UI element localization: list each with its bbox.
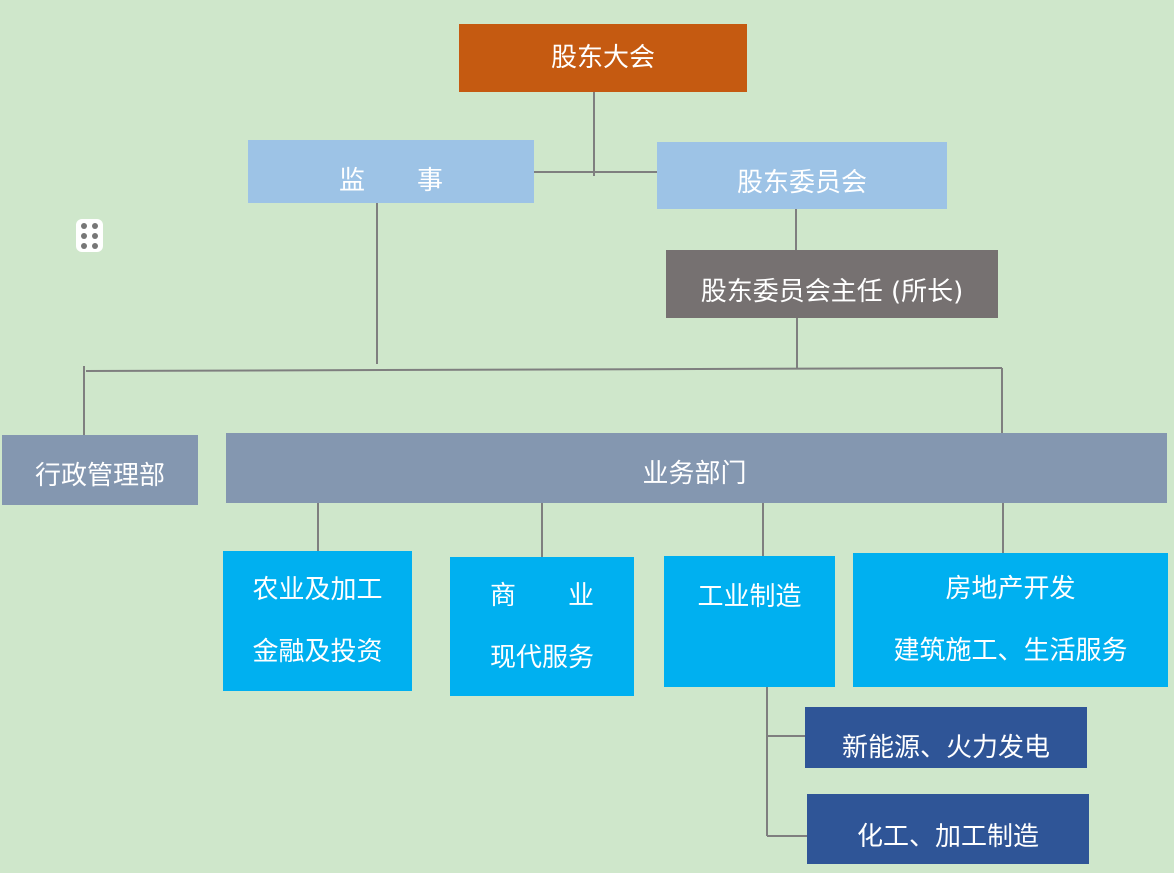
node-label: 化工、加工制造 <box>856 822 1039 852</box>
node-label: 新能源、火力发电 <box>841 732 1050 763</box>
node-label: 股东委员会主任 (所长) <box>700 277 964 307</box>
node-energy[interactable]: 新能源、火力发电 <box>805 707 1087 768</box>
node-label: 股东大会 <box>550 43 655 73</box>
node-label-line-1: 房地产开发 <box>945 574 1076 604</box>
node-label-line-2: 建筑施工、生活服务 <box>893 636 1128 666</box>
node-real-estate[interactable]: 房地产开发 建筑施工、生活服务 <box>853 553 1168 687</box>
node-label: 行政管理部 <box>34 461 165 491</box>
node-admin-dept[interactable]: 行政管理部 <box>2 435 198 505</box>
handle-dot <box>81 242 87 249</box>
node-business-dept[interactable]: 业务部门 <box>226 433 1167 503</box>
node-supervisor[interactable]: 监 事 <box>248 140 534 203</box>
handle-dot <box>92 222 98 229</box>
node-shareholders-committee[interactable]: 股东委员会 <box>657 142 947 209</box>
handle-dot <box>81 232 87 239</box>
node-label-line-1: 农业及加工 <box>252 575 383 605</box>
handle-dot <box>81 222 87 229</box>
node-label-line-1: 商 业 <box>489 580 594 611</box>
node-label-line-2: 现代服务 <box>489 642 594 673</box>
node-agri-finance[interactable]: 农业及加工 金融及投资 <box>223 551 412 691</box>
node-label-line-2: 金融及投资 <box>252 637 383 667</box>
node-committee-director[interactable]: 股东委员会主任 (所长) <box>666 250 998 318</box>
node-label: 业务部门 <box>642 459 747 489</box>
handle-dot <box>92 242 98 249</box>
node-label: 监 事 <box>338 165 443 196</box>
handle-dot <box>92 232 98 239</box>
node-industrial[interactable]: 工业制造 <box>664 556 835 687</box>
drag-handle-icon[interactable] <box>76 219 103 252</box>
node-chemical[interactable]: 化工、加工制造 <box>807 794 1089 864</box>
node-label: 股东委员会 <box>736 167 867 198</box>
node-commerce-services[interactable]: 商 业 现代服务 <box>450 557 634 696</box>
connector-horizontal-bus <box>85 367 1003 372</box>
node-shareholders-meeting[interactable]: 股东大会 <box>459 24 747 92</box>
node-label-line-1: 工业制造 <box>697 582 802 612</box>
